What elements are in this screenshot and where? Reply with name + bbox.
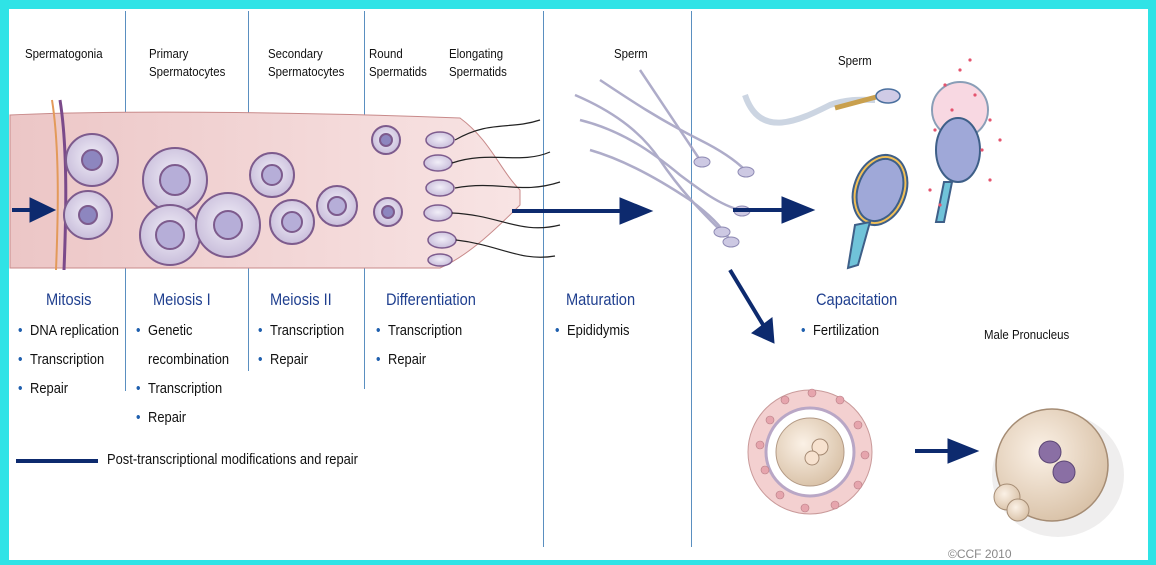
stage-title-meiosis-ii: Meiosis II — [270, 290, 332, 310]
stage-title-meiosis-i: Meiosis I — [153, 290, 211, 310]
label-sperm-right: Sperm — [838, 52, 872, 69]
capacitation-sperm-tail — [745, 95, 875, 123]
egg-with-cumulus — [748, 390, 872, 514]
label-spermatogonia: Spermatogonia — [25, 45, 103, 62]
stage-item: Genetic — [136, 316, 229, 345]
label-male-pronucleus: Male Pronucleus — [984, 326, 1069, 343]
label-primary-1: Primary — [149, 45, 188, 62]
stage-items-meiosis-ii: Transcription Repair — [258, 316, 344, 374]
acrosome-sperm-right — [932, 82, 988, 222]
stage-item: Repair — [258, 345, 344, 374]
stage-item: Fertilization — [801, 316, 879, 345]
stage-item: Repair — [136, 403, 229, 432]
stage-item: Transcription — [18, 345, 119, 374]
stage-items-mitosis: DNA replication Transcription Repair — [18, 316, 119, 403]
stage-items-differentiation: Transcription Repair — [376, 316, 462, 374]
label-elongating-2: Spermatids — [449, 63, 507, 80]
stage-title-maturation: Maturation — [566, 290, 635, 310]
label-sperm-mid: Sperm — [614, 45, 648, 62]
stage-items-capacitation: Fertilization — [801, 316, 879, 345]
stage-items-meiosis-i: Genetic recombination Transcription Repa… — [136, 316, 229, 432]
epididymal-sperm — [575, 70, 745, 240]
stage-item: Repair — [18, 374, 119, 403]
stage-item: DNA replication — [18, 316, 119, 345]
label-elongating-1: Elongating — [449, 45, 503, 62]
stage-item: Epididymis — [555, 316, 629, 345]
stage-title-mitosis: Mitosis — [46, 290, 91, 310]
label-primary-2: Spermatocytes — [149, 63, 225, 80]
stage-item: Transcription — [136, 374, 229, 403]
stage-item: Transcription — [376, 316, 462, 345]
legend-text: Post-transcriptional modifications and r… — [107, 451, 358, 468]
stage-title-capacitation: Capacitation — [816, 290, 897, 310]
stage-item: recombination — [136, 345, 229, 374]
stage-title-differentiation: Differentiation — [386, 290, 476, 310]
male-pronucleus — [992, 409, 1124, 537]
label-round-1: Round — [369, 45, 403, 62]
label-secondary-1: Secondary — [268, 45, 323, 62]
stage-item: Transcription — [258, 316, 344, 345]
label-round-2: Spermatids — [369, 63, 427, 80]
epididymal-sperm-heads — [694, 157, 754, 247]
label-secondary-2: Spermatocytes — [268, 63, 344, 80]
stage-items-maturation: Epididymis — [555, 316, 629, 345]
acrosome-sperm-left — [843, 147, 916, 268]
stage-item: Repair — [376, 345, 462, 374]
copyright: ©CCF 2010 — [948, 547, 1012, 561]
legend-line — [16, 459, 98, 463]
